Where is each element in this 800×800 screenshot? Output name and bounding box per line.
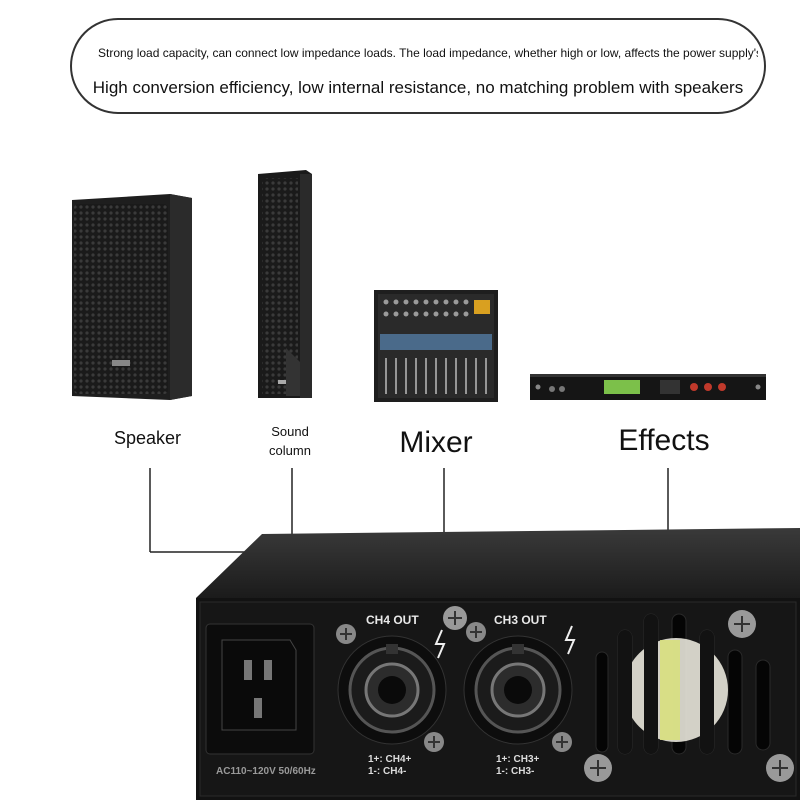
- ch4-out-label: CH4 OUT: [366, 613, 419, 627]
- ch4-pin1-label: 1+: CH4+: [368, 754, 412, 765]
- speaker-label: Speaker: [113, 428, 182, 448]
- sound-column-label-line-1: Sound: [271, 424, 309, 439]
- sound-column-label-line-2: column: [269, 443, 311, 458]
- mixer-label: Mixer: [399, 426, 473, 459]
- sound-column-label: Sound column: [255, 422, 325, 460]
- amplifier-image: [196, 528, 800, 800]
- speaker-image: [72, 194, 192, 400]
- effects-label: Effects: [618, 424, 710, 457]
- ch3-out-label: CH3 OUT: [494, 613, 547, 627]
- headline-banner: Strong load capacity, can connect low im…: [70, 18, 766, 114]
- power-rating-label: AC110~120V 50/60Hz: [216, 766, 316, 777]
- ch4-pin2-label: 1-: CH4-: [368, 766, 406, 777]
- effects-unit-image: [530, 374, 766, 400]
- banner-line-2: High conversion efficiency, low internal…: [92, 78, 744, 97]
- sound-column-image: [258, 170, 312, 398]
- mixer-image: [374, 290, 498, 402]
- banner-line-1: Strong load capacity, can connect low im…: [98, 46, 758, 60]
- ch3-pin1-label: 1+: CH3+: [496, 754, 540, 765]
- ch3-pin2-label: 1-: CH3-: [496, 766, 534, 777]
